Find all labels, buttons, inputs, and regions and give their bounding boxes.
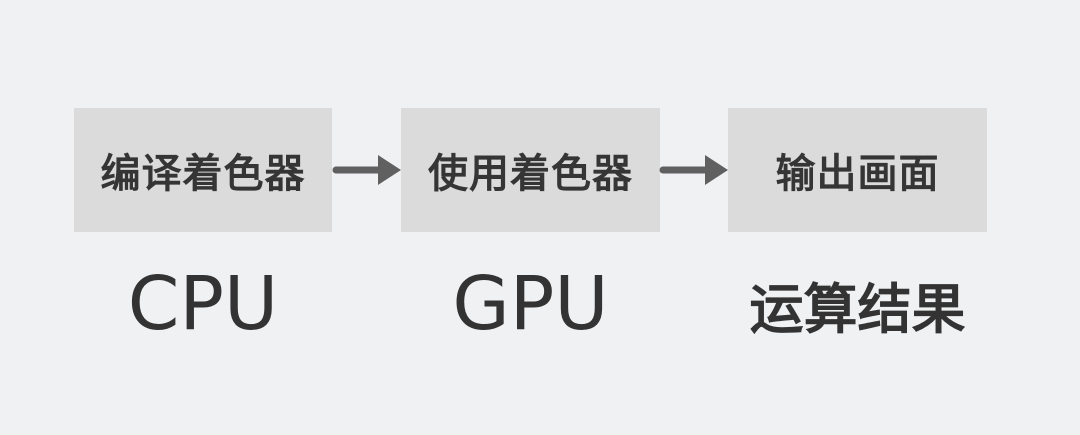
step-label: 使用着色器 — [428, 151, 633, 197]
step-box-use-shader: 使用着色器 — [401, 108, 660, 232]
step-box-output-frame: 输出画面 — [728, 108, 987, 232]
arrow-right-icon — [659, 155, 728, 185]
step-label: 输出画面 — [775, 151, 940, 197]
caption-result: 运算结果 — [749, 277, 966, 341]
step-box-compile-shader: 编译着色器 — [74, 108, 332, 232]
arrow-right-icon — [332, 155, 401, 185]
caption-gpu: GPU — [452, 261, 609, 347]
caption-cpu: CPU — [127, 261, 279, 347]
step-label: 编译着色器 — [100, 151, 306, 197]
